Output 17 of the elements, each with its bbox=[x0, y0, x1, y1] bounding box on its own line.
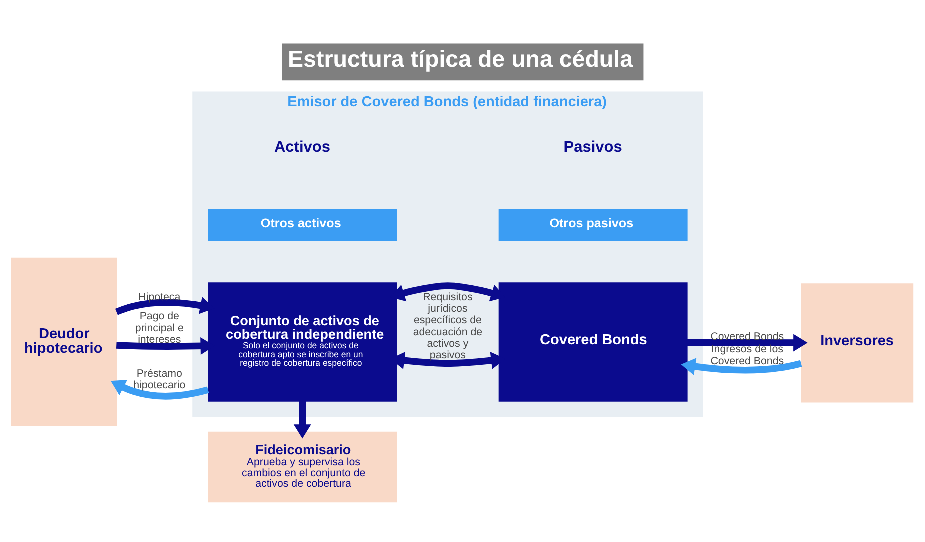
label: Activos bbox=[274, 139, 330, 156]
node-box: Fideicomisario Aprueba y supervisa los cambios en el conjunto de activos de cobertura bbox=[208, 432, 398, 503]
edge-label: Pago de principal e intereses bbox=[135, 310, 184, 346]
node-box: Inversores bbox=[801, 284, 914, 403]
arrow bbox=[110, 380, 210, 400]
arrow bbox=[681, 358, 802, 376]
node-box: Covered Bonds bbox=[498, 282, 688, 402]
diagram-title: Estructura típica de una cédula bbox=[288, 46, 634, 72]
node-box: Conjunto de activos de cobertura independiente Solo el conjunto de activos de cobertura apto se inscribe en un registro de cobertura específico bbox=[208, 282, 398, 402]
label: Pasivos bbox=[564, 139, 622, 156]
edge-label: Requisitos jurídicos específicos de adecuación de activos y pasivos bbox=[413, 291, 483, 362]
edge-label: Ingresos de los Covered Bonds bbox=[710, 344, 784, 368]
edge-label: Préstamo hipotecario bbox=[134, 368, 186, 392]
node-box: Deudor hipotecario bbox=[11, 258, 118, 427]
node-box: Otros activos bbox=[208, 208, 398, 241]
arrow bbox=[294, 401, 312, 439]
node-box: Otros pasivos bbox=[498, 208, 688, 241]
